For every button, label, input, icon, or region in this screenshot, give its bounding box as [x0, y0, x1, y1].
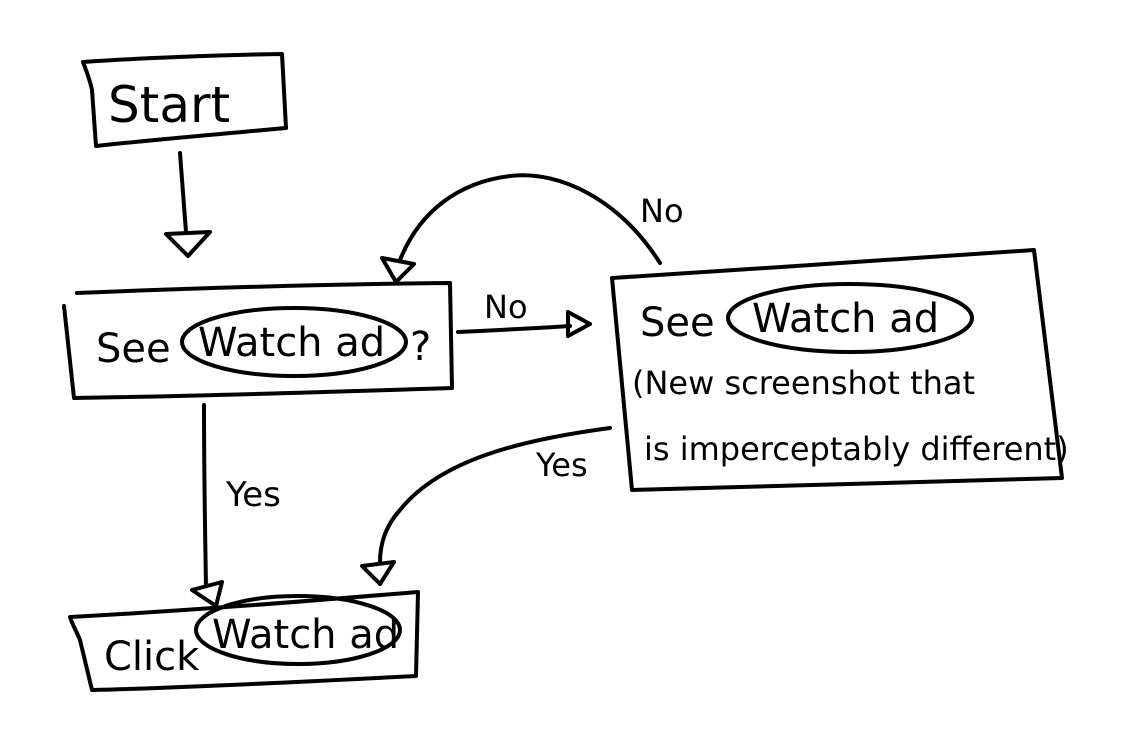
node-decision-box [62, 281, 454, 400]
edge-decision-to-click: Yes [190, 403, 281, 608]
node-start-label: Start [108, 76, 230, 134]
node-click: Click Watch ad [68, 590, 420, 692]
node-start: Start [81, 52, 288, 148]
node-start-box [81, 52, 288, 148]
edge-retry-to-click: Yes [360, 426, 612, 586]
edge-retry-to-click-label: Yes [535, 446, 588, 484]
edge-decision-to-retry: No [456, 288, 592, 338]
node-retry-prefix: See [640, 300, 715, 346]
edge-retry-to-decision-label: No [640, 192, 684, 230]
node-click-button-label: Watch ad [212, 612, 399, 658]
edge-decision-to-retry-label: No [484, 288, 528, 326]
node-retry-note-line2: is imperceptably different) [644, 430, 1069, 468]
watch-ad-button-outline [194, 594, 402, 666]
node-retry-note-line1: (New screenshot that [632, 364, 975, 402]
edge-retry-to-decision: No [380, 173, 684, 284]
node-decision-prefix: See [96, 326, 171, 372]
arrowhead-icon [380, 256, 416, 284]
node-decision-suffix: ? [410, 324, 431, 370]
node-retry-button-label: Watch ad [752, 296, 939, 342]
node-click-prefix: Click [104, 634, 200, 680]
node-retry: See Watch ad (New screenshot that is imp… [610, 248, 1069, 492]
watch-ad-button-outline [726, 282, 974, 354]
arrowhead-icon [190, 580, 224, 608]
edge-start-to-decision [164, 151, 212, 258]
node-decision-button-label: Watch ad [198, 320, 385, 366]
arrowhead-icon [566, 310, 592, 338]
arrowhead-icon [164, 230, 212, 258]
edge-decision-to-click-label: Yes [225, 475, 281, 515]
arrowhead-icon [360, 560, 396, 586]
node-retry-box [610, 248, 1064, 492]
watch-ad-button-outline [180, 306, 408, 378]
node-decision: See Watch ad ? [62, 281, 454, 400]
